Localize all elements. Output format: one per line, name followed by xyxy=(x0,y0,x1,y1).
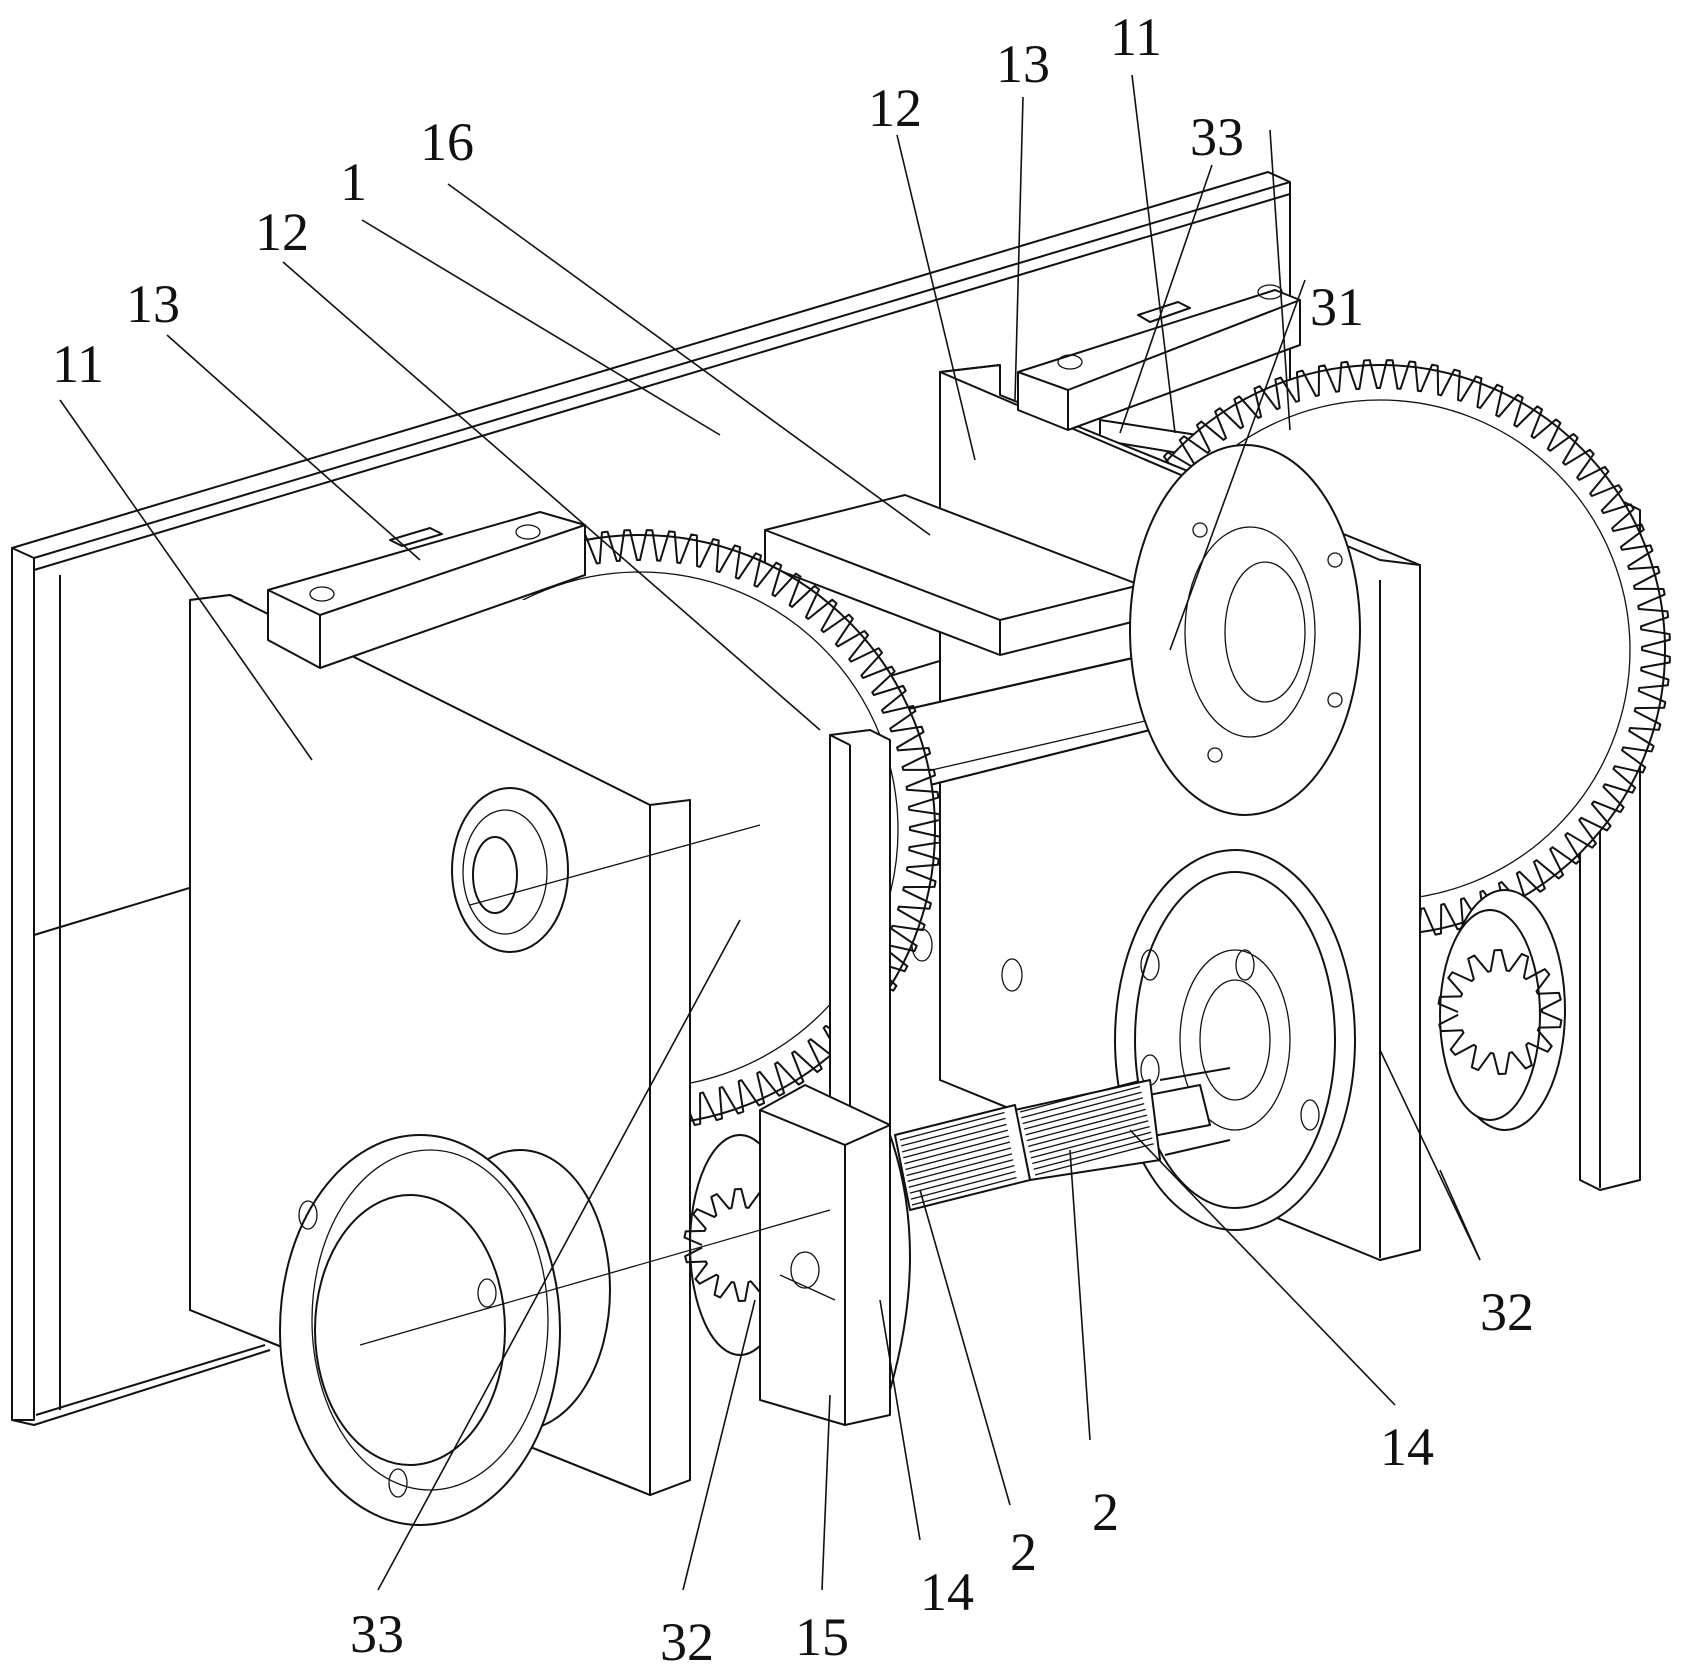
label-32-left: 32 xyxy=(660,1612,714,1669)
label-33-left: 33 xyxy=(350,1604,404,1664)
spline-ridge xyxy=(1032,1131,1152,1165)
support-block xyxy=(759,1084,911,1426)
label-14-right: 14 xyxy=(1380,1417,1434,1477)
right-pinion-teeth xyxy=(1437,949,1563,1075)
right-top-block xyxy=(1017,284,1301,431)
right-upper-flange xyxy=(1129,444,1361,816)
spline-ridge xyxy=(910,1170,1016,1200)
spline-ridge xyxy=(1029,1120,1149,1153)
label-16: 16 xyxy=(420,112,474,172)
gear-tooth-profile xyxy=(1437,949,1563,1075)
spline-b-ridges xyxy=(899,1111,1017,1206)
spline-ridge xyxy=(899,1111,1005,1141)
label-33-right: 33 xyxy=(1190,107,1244,167)
label-11-left: 11 xyxy=(52,334,104,394)
left-shaft-bearing xyxy=(451,787,761,953)
spline-ridge xyxy=(1033,1137,1153,1170)
spline-ridge xyxy=(902,1123,1007,1153)
spline-shafts xyxy=(894,1067,1231,1211)
spline-ridge xyxy=(907,1153,1013,1182)
label-1: 1 xyxy=(340,152,367,212)
spline-ridge xyxy=(908,1159,1014,1188)
label-13-left: 13 xyxy=(126,274,180,334)
leader-lines xyxy=(59,74,1481,1591)
spline-ridge xyxy=(905,1141,1011,1171)
label-2-right: 2 xyxy=(1092,1482,1119,1542)
spline-ridge xyxy=(900,1117,1006,1147)
spline-ridge xyxy=(1026,1108,1146,1142)
spline-ridge xyxy=(909,1165,1015,1194)
label-13-right: 13 xyxy=(996,34,1050,94)
spline-ridge xyxy=(1022,1091,1142,1125)
label-14-left: 14 xyxy=(920,1562,974,1622)
spline-ridge xyxy=(1030,1125,1150,1159)
spline-ridge xyxy=(1025,1103,1145,1136)
spline-ridge xyxy=(1023,1097,1144,1130)
spline-ridge xyxy=(1028,1114,1148,1147)
reference-labels: 11 13 12 1 16 12 13 11 33 31 32 14 2 2 1… xyxy=(52,7,1534,1669)
spline-ridge xyxy=(1019,1080,1139,1113)
label-31: 31 xyxy=(1310,277,1364,337)
label-12-left: 12 xyxy=(255,202,309,262)
spline-ridge xyxy=(904,1135,1010,1165)
spline-ridge xyxy=(1021,1085,1141,1119)
right-lower-flange xyxy=(1114,849,1356,1231)
spline-a-ridges xyxy=(1019,1080,1154,1176)
label-12-right: 12 xyxy=(868,78,922,138)
right-pinion xyxy=(1437,889,1566,1131)
label-2-left: 2 xyxy=(1010,1522,1037,1582)
left-lower-flange xyxy=(279,1134,831,1526)
spline-ridge xyxy=(903,1129,1008,1159)
label-15: 15 xyxy=(795,1607,849,1667)
label-11-right: 11 xyxy=(1110,7,1162,67)
spline-ridge xyxy=(1034,1143,1154,1176)
spline-ridge xyxy=(911,1176,1017,1206)
left-top-block xyxy=(267,511,586,669)
label-32-right: 32 xyxy=(1480,1282,1534,1342)
spline-ridge xyxy=(906,1147,1012,1177)
